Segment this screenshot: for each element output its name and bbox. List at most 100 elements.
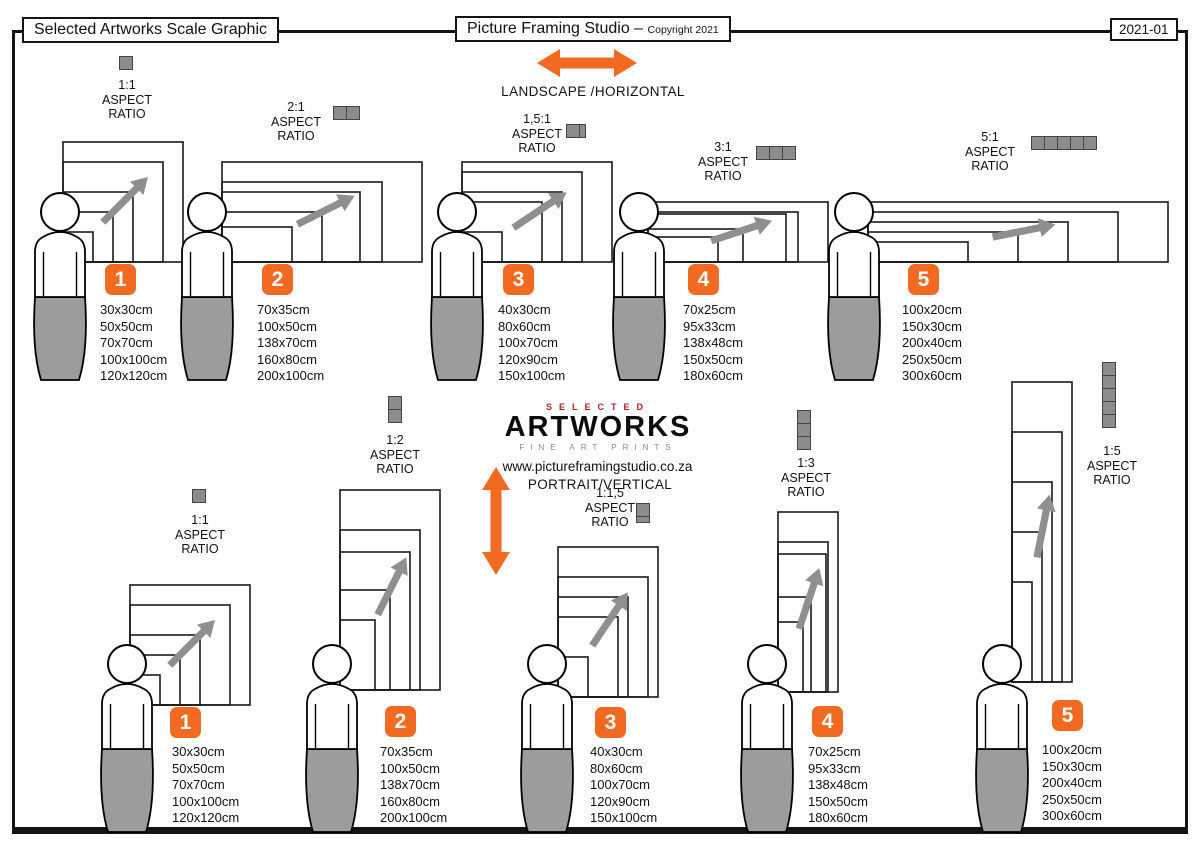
size-item: 100x20cm (1042, 742, 1102, 757)
scale-direction-arrow (589, 592, 628, 648)
person-head (747, 644, 787, 684)
scale-direction-arrow (511, 192, 567, 231)
ratio-icon-cell (388, 409, 402, 423)
ratio-icon-cell (346, 106, 360, 120)
ratio-word: RATIO (1093, 473, 1131, 487)
aspect-ratio-icon (119, 56, 133, 70)
person-torso (521, 683, 573, 750)
ratio-icon-cell (1102, 401, 1116, 415)
aspect-word: ASPECT (964, 144, 1015, 159)
person-figure (520, 644, 574, 833)
frame-rect (777, 511, 839, 693)
scale-direction-arrow (374, 557, 408, 617)
size-item: 150x100cm (498, 368, 566, 383)
person-torso (181, 231, 233, 298)
frames-canvas (339, 489, 441, 691)
ratio-value: 1:1,5 (596, 486, 624, 500)
ratio-word: RATIO (591, 515, 629, 529)
frames-canvas (867, 201, 1169, 263)
page-title: Selected Artworks Scale Graphic (22, 17, 279, 43)
aspect-ratio-label: 3:1 ASPECT RATIO (678, 140, 768, 184)
ratio-value: 1:2 (386, 433, 404, 447)
person-legs (180, 296, 234, 381)
ratio-word: RATIO (376, 462, 414, 476)
ratio-word: RATIO (518, 141, 556, 155)
size-item: 100x50cm (380, 760, 440, 776)
group-number-badge: 5 (1052, 700, 1083, 731)
ratio-icon-cell (1057, 136, 1071, 150)
person-torso (101, 683, 153, 750)
size-item: 250x50cm (1042, 791, 1102, 807)
aspect-ratio-icon (636, 503, 650, 523)
ratio-icon-cell (756, 146, 770, 160)
aspect-ratio-icon (333, 106, 360, 120)
aspect-ratio-label: 1:2 ASPECT RATIO (350, 433, 440, 477)
size-item: 95x33cm (683, 318, 736, 334)
size-item: 100x100cm (172, 793, 240, 809)
person-head (527, 644, 567, 684)
size-item: 138x48cm (808, 777, 868, 792)
ratio-icon-cell (769, 146, 783, 160)
size-item: 138x70cm (257, 335, 317, 350)
scale-direction-arrow (1033, 494, 1056, 559)
frame-rect (647, 201, 829, 263)
group-number-badge: 2 (262, 264, 293, 295)
size-item: 50x50cm (100, 318, 153, 334)
size-item: 70x25cm (808, 744, 861, 759)
aspect-ratio-label: 2:1 ASPECT RATIO (251, 100, 341, 144)
ratio-icon-cell (797, 436, 811, 450)
ratio-icon-cell (782, 146, 796, 160)
ratio-icon-cell (1102, 375, 1116, 389)
person-legs (612, 296, 666, 381)
ratio-icon-cell (1102, 414, 1116, 428)
size-item: 120x90cm (590, 793, 650, 809)
ratio-icon-cell (1044, 136, 1058, 150)
group-number-badge: 5 (908, 264, 939, 295)
group-number-badge: 1 (170, 707, 201, 738)
person-torso (828, 231, 880, 298)
ratio-icon-cell (579, 124, 586, 138)
person-torso (741, 683, 793, 750)
aspect-ratio-label: 1:1 ASPECT RATIO (82, 78, 172, 122)
ratio-icon-cell (636, 503, 650, 517)
person-figure (180, 192, 234, 381)
aspect-word: ASPECT (697, 154, 748, 169)
studio-title-box: Picture Framing Studio – Copyright 2021 (455, 16, 731, 42)
size-item: 70x35cm (380, 744, 433, 759)
ratio-icon-cell (119, 56, 133, 70)
ratio-word: RATIO (108, 107, 146, 121)
size-item: 160x80cm (257, 351, 317, 367)
person-torso (306, 683, 358, 750)
aspect-word: ASPECT (584, 500, 635, 515)
brand-selected-text: SELECTED (545, 402, 650, 412)
person-head (40, 192, 80, 232)
person-legs (100, 748, 154, 833)
size-item: 250x50cm (902, 351, 962, 367)
ratio-icon-cell (1083, 136, 1097, 150)
ratio-icon-cell (1070, 136, 1084, 150)
size-item: 138x48cm (683, 335, 743, 350)
person-legs (827, 296, 881, 381)
ratio-icon-cell (1031, 136, 1045, 150)
brand-artworks-text: ARTWORKS (504, 411, 692, 443)
size-item: 70x25cm (683, 302, 736, 317)
size-item: 150x30cm (902, 318, 962, 334)
person-figure (100, 644, 154, 833)
aspect-ratio-label: 5:1 ASPECT RATIO (945, 130, 1035, 174)
aspect-word: ASPECT (270, 114, 321, 129)
ratio-value: 3:1 (714, 140, 732, 154)
ratio-word: RATIO (971, 159, 1009, 173)
ratio-word: RATIO (787, 485, 825, 499)
frames-canvas (1011, 381, 1073, 683)
size-item: 180x60cm (683, 368, 743, 383)
person-figure (33, 192, 87, 381)
size-item: 120x120cm (172, 810, 240, 825)
person-figure (975, 644, 1029, 833)
size-item: 150x50cm (683, 351, 743, 367)
